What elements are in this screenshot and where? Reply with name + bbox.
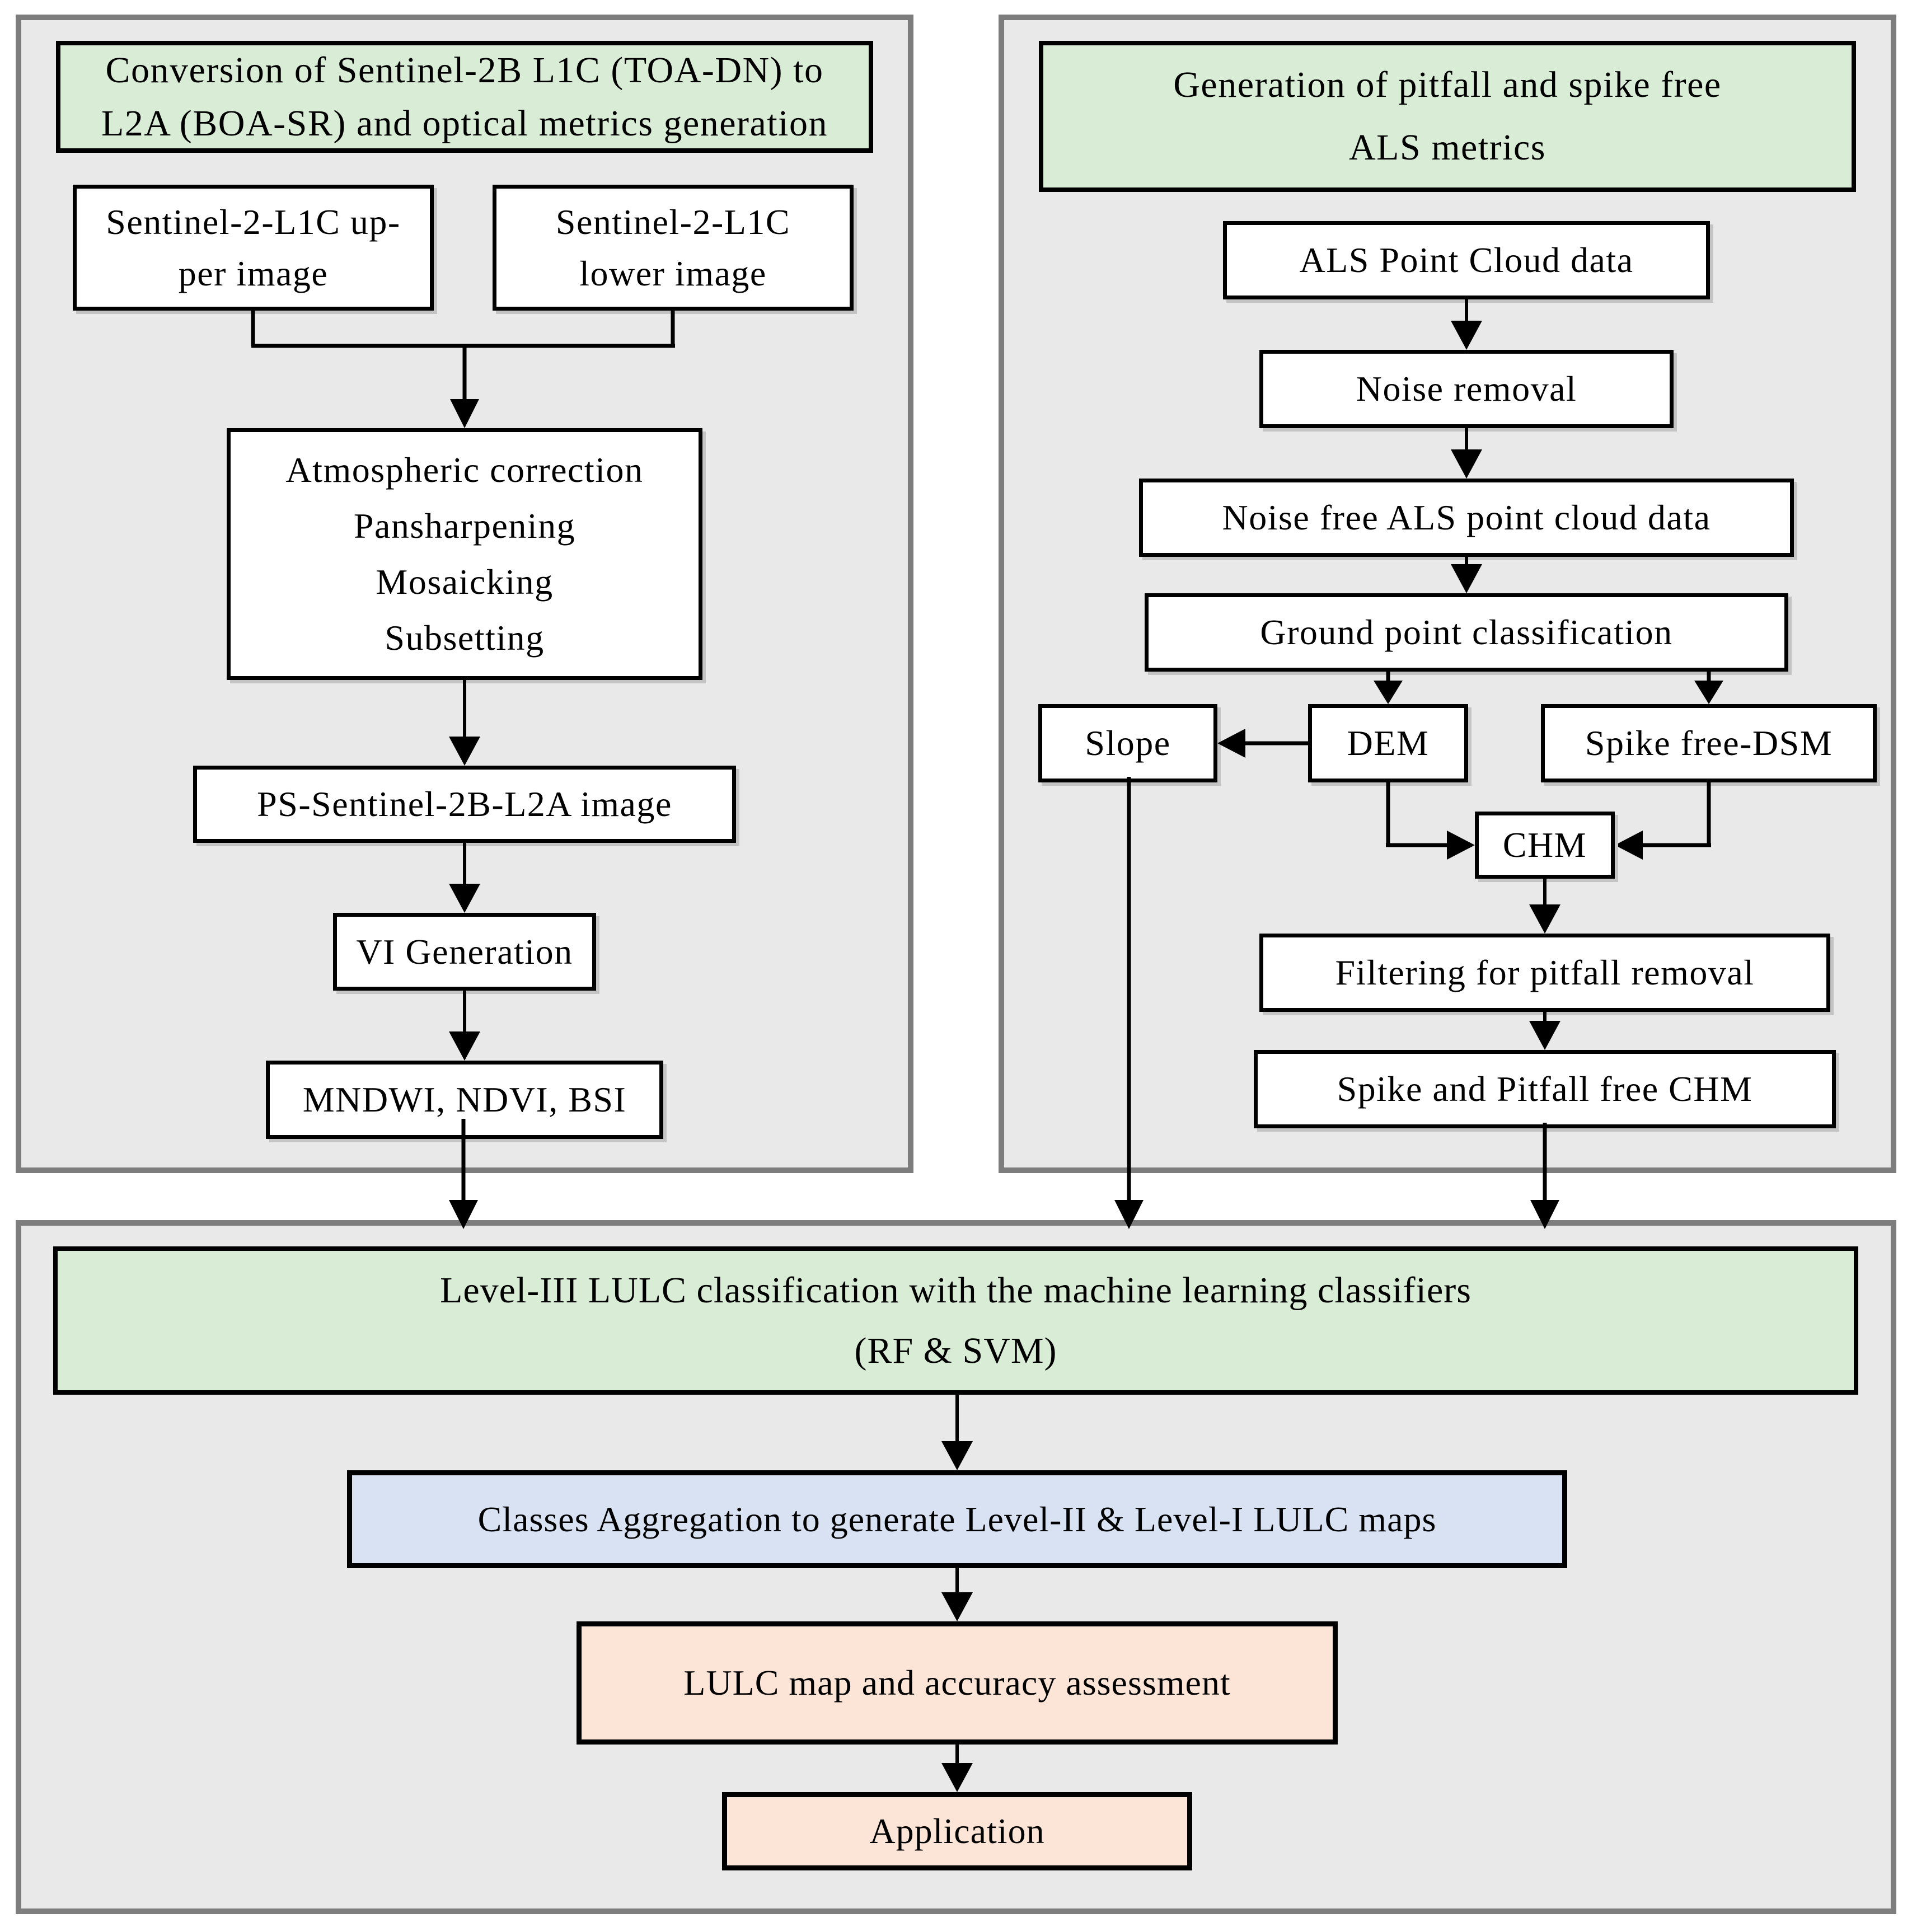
optical-header-line1: Conversion of Sentinel-2B L1C (TOA-DN) t… <box>105 50 824 91</box>
arrow-stem <box>463 991 466 1031</box>
arrow-down-head <box>941 1763 973 1792</box>
sentinel-upper-image-box: Sentinel-2-L1C up- per image <box>73 185 434 311</box>
lulc-map-label: LULC map and accuracy assessment <box>683 1663 1231 1703</box>
branch-arrowhead-dem <box>1374 681 1403 704</box>
spike-pitfall-free-chm-label: Spike and Pitfall free CHM <box>1337 1069 1753 1109</box>
arrow-right-head <box>1447 831 1475 860</box>
chm-box: CHM <box>1475 812 1615 879</box>
arrow-stem <box>1543 1012 1547 1021</box>
panel-optical-workflow: Conversion of Sentinel-2B L1C (TOA-DN) t… <box>16 15 913 1173</box>
branch-connector <box>1374 672 1723 704</box>
arrow-preprocessing-to-ps <box>449 680 480 766</box>
arrow-down-head <box>449 884 480 913</box>
optical-header-line2: L2A (BOA-SR) and optical metrics generat… <box>101 103 828 144</box>
arrow-down-head <box>449 737 480 766</box>
arrow-stem <box>955 1568 959 1592</box>
sentinel-lower-image-box: Sentinel-2-L1C lower image <box>493 185 854 311</box>
ps-image-label: PS-Sentinel-2B-L2A image <box>257 784 672 824</box>
filtering-label: Filtering for pitfall removal <box>1335 953 1755 992</box>
noise-free-label: Noise free ALS point cloud data <box>1222 498 1711 537</box>
dem-to-slope-connector <box>1217 729 1308 758</box>
merge-connector <box>251 311 675 428</box>
preprocessing-line2: Pansharpening <box>353 506 576 546</box>
preprocessing-line3: Mosaicking <box>376 562 554 602</box>
dem-box: DEM <box>1308 704 1468 782</box>
sentinel-upper-line1: Sentinel-2-L1C up- <box>106 201 401 242</box>
sentinel-lower-line1: Sentinel-2-L1C <box>555 201 791 242</box>
aggregation-label: Classes Aggregation to generate Level-II… <box>477 1499 1437 1539</box>
preprocessing-box: Atmospheric correction Pansharpening Mos… <box>227 428 702 680</box>
classification-header-line1: Level-III LULC classification with the m… <box>440 1269 1472 1311</box>
arrow-ps-to-vi <box>449 843 480 913</box>
arrow-classification-to-aggregation <box>941 1395 973 1470</box>
arrow-stem <box>1543 879 1547 904</box>
indices-label: MNDWI, NDVI, BSI <box>302 1080 627 1119</box>
classification-header: Level-III LULC classification with the m… <box>53 1246 1858 1395</box>
indices-box: MNDWI, NDVI, BSI <box>266 1061 663 1139</box>
sentinel-upper-line2: per image <box>178 253 329 293</box>
noise-removal-box: Noise removal <box>1259 350 1674 428</box>
arrow-down-head <box>1529 904 1560 934</box>
slope-label: Slope <box>1085 723 1171 763</box>
arrow-left-head <box>1217 729 1245 758</box>
spike-pitfall-free-chm-box: Spike and Pitfall free CHM <box>1254 1050 1836 1128</box>
preprocessing-line1: Atmospheric correction <box>285 450 644 490</box>
arrow-stem <box>1465 299 1468 321</box>
branch-arrowhead-dsm <box>1694 681 1723 704</box>
classification-header-line2: (RF & SVM) <box>854 1330 1057 1371</box>
als-header-line2: ALS metrics <box>1349 127 1546 168</box>
preprocessing-line4: Subsetting <box>385 618 545 658</box>
arrow-down-head <box>1451 321 1482 350</box>
sentinel-lower-line2: lower image <box>579 253 767 293</box>
arrow-stem <box>463 843 466 884</box>
spike-free-dsm-label: Spike free-DSM <box>1585 723 1833 763</box>
application-box: Application <box>722 1792 1192 1870</box>
arrow-down-head <box>1451 564 1482 593</box>
arrow-noise-to-noisefree <box>1451 428 1482 479</box>
als-point-cloud-label: ALS Point Cloud data <box>1299 240 1634 280</box>
lulc-map-box: LULC map and accuracy assessment <box>577 1621 1338 1745</box>
vi-generation-box: VI Generation <box>333 913 596 991</box>
arrow-aggregation-to-lulcmap <box>941 1568 973 1621</box>
ps-image-box: PS-Sentinel-2B-L2A image <box>193 766 736 843</box>
arrow-stem <box>955 1745 959 1763</box>
arrow-stem <box>1465 428 1468 449</box>
ground-classification-label: Ground point classification <box>1260 612 1673 652</box>
aggregation-box: Classes Aggregation to generate Level-II… <box>347 1470 1567 1568</box>
application-label: Application <box>869 1811 1045 1851</box>
dem-label: DEM <box>1347 723 1430 763</box>
arrow-stem <box>1465 557 1468 564</box>
arrow-vi-to-indices <box>449 991 480 1061</box>
arrow-lulcmap-to-application <box>941 1745 973 1792</box>
noise-removal-label: Noise removal <box>1356 369 1577 409</box>
arrow-stem <box>463 680 466 737</box>
noise-free-box: Noise free ALS point cloud data <box>1139 479 1794 557</box>
arrow-down-head <box>449 1031 480 1061</box>
arrow-filtering-to-spikefree <box>1529 1012 1560 1050</box>
als-header: Generation of pitfall and spike free ALS… <box>1039 41 1856 192</box>
arrow-chm-to-filtering <box>1529 879 1560 934</box>
arrow-down-head <box>1529 1021 1560 1050</box>
slope-box: Slope <box>1038 704 1217 782</box>
als-header-line1: Generation of pitfall and spike free <box>1173 64 1722 105</box>
als-point-cloud-box: ALS Point Cloud data <box>1223 221 1710 299</box>
arrow-als-to-noise <box>1451 299 1482 350</box>
arrow-left-head <box>1615 831 1643 860</box>
filtering-box: Filtering for pitfall removal <box>1259 934 1830 1012</box>
panel-classification: Level-III LULC classification with the m… <box>16 1220 1896 1914</box>
panel-als-workflow: Generation of pitfall and spike free ALS… <box>999 15 1896 1173</box>
arrow-noisefree-to-ground <box>1451 557 1482 593</box>
vi-generation-label: VI Generation <box>356 931 573 972</box>
optical-header: Conversion of Sentinel-2B L1C (TOA-DN) t… <box>56 41 873 153</box>
chm-elbow-connector <box>1386 782 1711 860</box>
arrow-stem <box>955 1395 959 1441</box>
merge-arrowhead <box>450 399 479 428</box>
arrow-down-head <box>1451 449 1482 479</box>
arrow-down-head <box>941 1441 973 1470</box>
chm-label: CHM <box>1502 825 1587 865</box>
ground-classification-box: Ground point classification <box>1145 593 1788 672</box>
spike-free-dsm-box: Spike free-DSM <box>1541 704 1877 782</box>
arrow-down-head <box>941 1592 973 1621</box>
